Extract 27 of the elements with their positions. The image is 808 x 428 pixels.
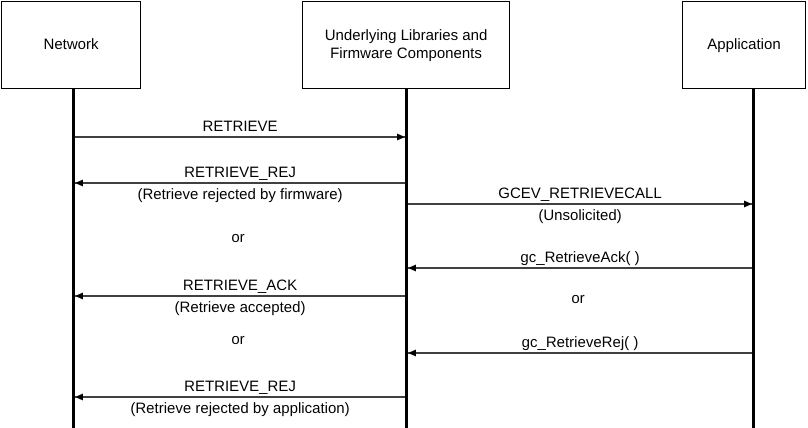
participant-box: Underlying Libraries and Firmware Components: [302, 1, 510, 89]
message-label: RETRIEVE_REJ: [184, 164, 296, 181]
participant-box: Application: [682, 1, 806, 89]
message-label: RETRIEVE_REJ: [184, 378, 296, 395]
alternative-label: or: [231, 229, 245, 246]
alternative-label: or: [571, 290, 585, 307]
message-note: (Retrieve rejected by firmware): [137, 186, 343, 203]
alternative-label: or: [231, 331, 245, 348]
message-label: gc_RetrieveAck( ): [520, 249, 640, 266]
message-arrow: [75, 292, 405, 300]
message-label: RETRIEVE: [202, 118, 278, 135]
participant-box: Network: [1, 1, 141, 89]
message-note: (Retrieve rejected by application): [130, 400, 350, 417]
message-note: (Retrieve accepted): [174, 299, 306, 316]
message-label: RETRIEVE_ACK: [182, 277, 298, 294]
message-arrow: [408, 264, 752, 272]
lifeline: [405, 89, 408, 428]
message-arrow: [75, 180, 405, 186]
message-note: (Unsolicited): [538, 207, 622, 224]
message-label: GCEV_RETRIEVECALL: [498, 185, 662, 202]
lifeline: [72, 89, 75, 428]
message-label: gc_RetrieveRej( ): [522, 334, 638, 351]
message-arrow: [75, 394, 405, 400]
message-arrow: [75, 134, 405, 140]
lifeline: [752, 89, 755, 428]
message-arrow: [408, 200, 752, 208]
message-arrow: [408, 350, 752, 356]
